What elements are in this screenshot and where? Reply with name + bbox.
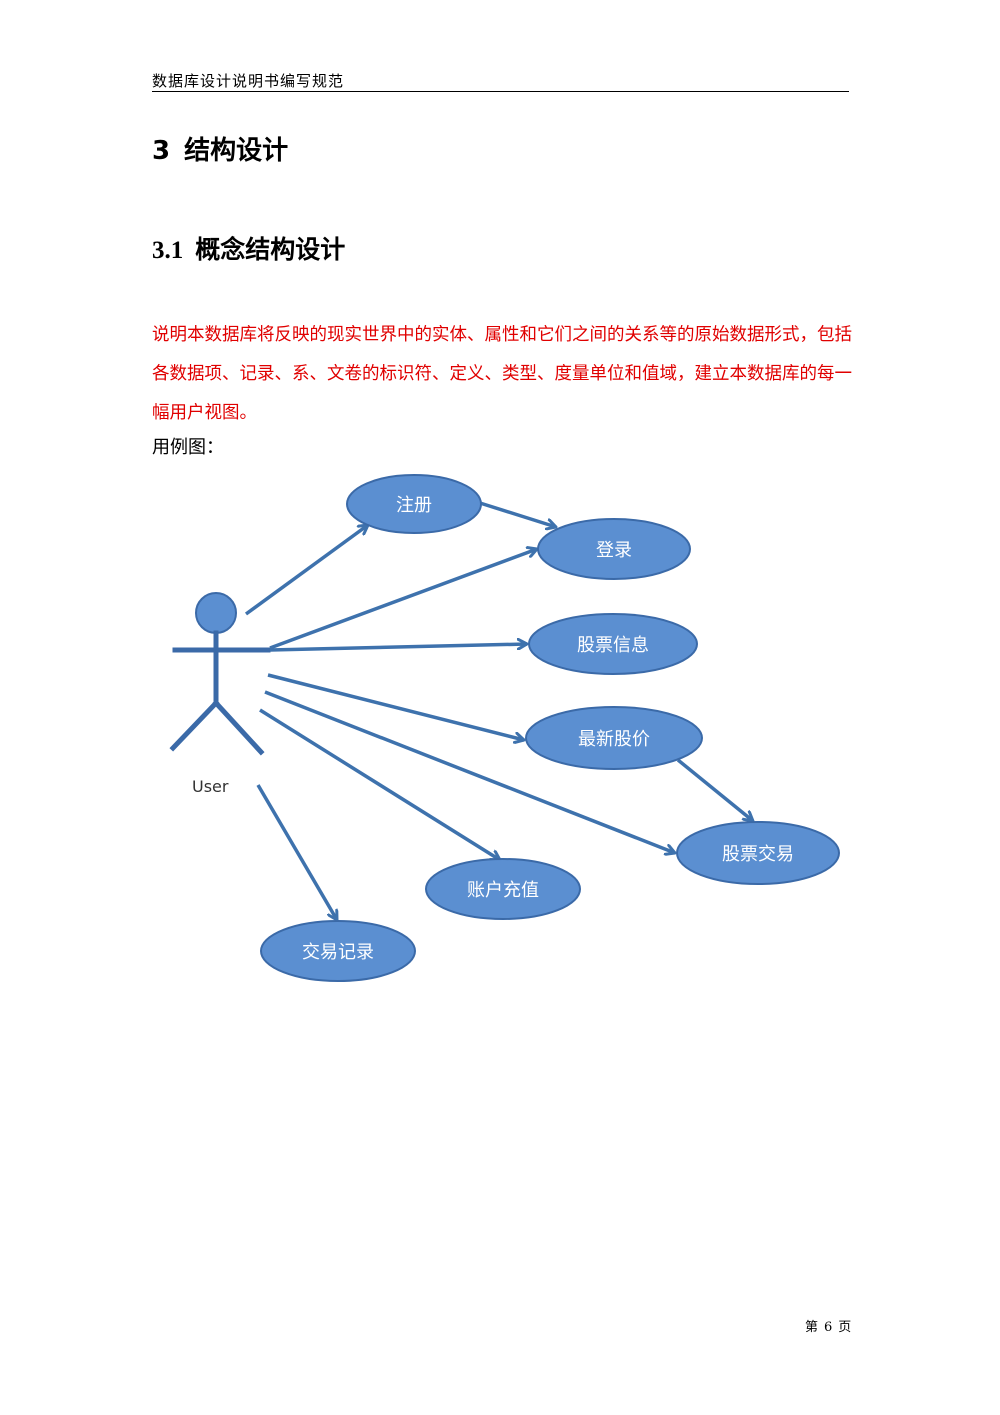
usecase-recharge-label: 账户充值: [467, 880, 539, 901]
actor-stick-figure: [169, 592, 271, 756]
line-to-recharge: [259, 708, 500, 860]
footer-prefix: 第: [805, 1320, 819, 1335]
header-rule: [152, 91, 849, 92]
section-title: 结构设计: [184, 136, 289, 166]
usecase-login-label: 登录: [596, 540, 632, 561]
usecase-latest-price-label: 最新股价: [578, 729, 650, 750]
usecase-latest-price-ellipse: [525, 706, 703, 770]
subsection-number: 3.1: [152, 237, 184, 264]
line-to-stock-info: [269, 644, 527, 652]
line-register-to-login: [479, 501, 556, 527]
line-to-login: [269, 549, 537, 650]
actor-head: [195, 592, 237, 634]
actor-right-leg: [212, 699, 265, 756]
page-number: 6: [824, 1320, 833, 1335]
usecase-stock-info-label: 股票信息: [577, 635, 649, 656]
diagram-lead: 用例图：: [152, 437, 224, 458]
actor-label: User: [192, 777, 229, 796]
line-latest-price-to-trade: [676, 758, 753, 821]
line-to-trade-record: [256, 784, 339, 920]
subsection-heading: 3.1 概念结构设计: [152, 230, 345, 266]
section-heading: 3 结构设计: [152, 130, 288, 167]
actor-left-leg: [169, 699, 220, 752]
running-header: 数据库设计说明书编写规范: [152, 72, 345, 90]
usecase-stock-trade-ellipse: [676, 821, 840, 885]
usecase-register-label: 注册: [396, 495, 432, 516]
usecase-trade-record-label: 交易记录: [302, 942, 374, 963]
section-description: 说明本数据库将反映的现实世界中的实体、属性和它们之间的关系等的原始数据形式，包括…: [152, 325, 852, 423]
subsection-title: 概念结构设计: [195, 235, 346, 264]
footer-suffix: 页: [838, 1320, 852, 1335]
usecase-register-ellipse: [346, 474, 482, 534]
usecase-trade-record-ellipse: [260, 920, 416, 982]
usecase-recharge-ellipse: [425, 858, 581, 920]
line-to-stock-trade: [264, 690, 675, 853]
usecase-stock-trade-label: 股票交易: [722, 844, 794, 865]
usecase-login-ellipse: [537, 518, 691, 580]
line-to-latest-price: [267, 673, 524, 740]
section-number: 3: [152, 136, 171, 166]
usecase-stock-info-ellipse: [528, 613, 698, 675]
association-lines: [244, 501, 753, 920]
line-to-register: [244, 525, 368, 616]
